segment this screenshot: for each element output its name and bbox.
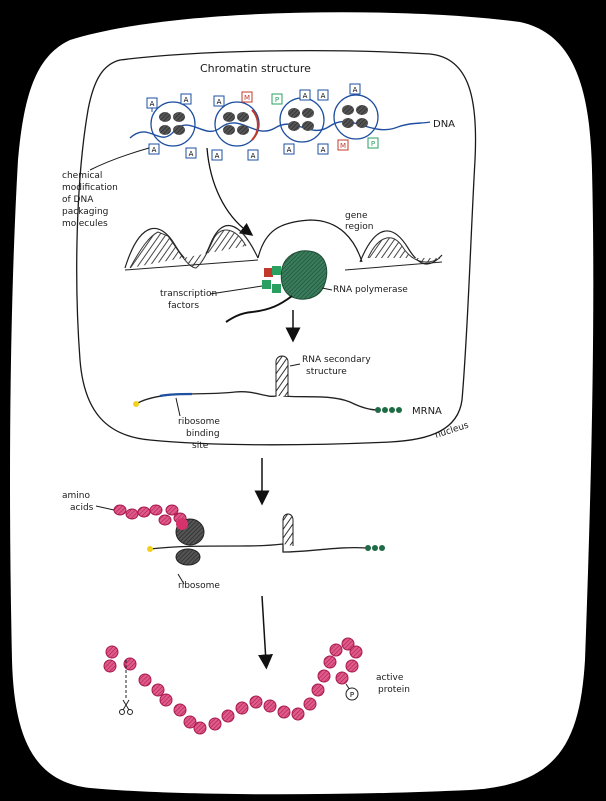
ribosome-complex (175, 518, 205, 566)
cleavage-site (119, 660, 133, 715)
mrna-label: MRNA (412, 406, 442, 417)
nascent-rna (225, 295, 293, 323)
mark-top-5: P (275, 96, 279, 104)
arrow-translation-to-protein (258, 595, 274, 670)
ribosome-binding-site-label: ribosome binding site (175, 397, 220, 451)
mark-top-1: A (150, 100, 155, 108)
gene-region-label: gene region (345, 211, 373, 232)
dna-double-helix (124, 225, 443, 271)
histone-tags-bottom: A A A A A A M P (148, 137, 379, 161)
nucleus-outline (76, 49, 477, 446)
rna-hairpin (275, 355, 289, 396)
protein-chain (103, 637, 363, 735)
mark-top-7: A (321, 92, 326, 100)
svg-text:site: site (192, 441, 209, 451)
page-background (10, 12, 594, 795)
svg-text:binding: binding (186, 429, 220, 439)
transcription-factors-label: transcription factors (160, 285, 263, 311)
svg-text:region: region (345, 222, 373, 232)
svg-text:amino: amino (62, 491, 90, 501)
svg-text:RNA secondary: RNA secondary (302, 355, 371, 365)
gene-region-bubble (257, 219, 363, 263)
svg-text:acids: acids (70, 503, 94, 513)
scissors-icon (119, 699, 133, 715)
nucleosome-2 (214, 101, 260, 147)
mark-top-8: A (353, 86, 358, 94)
mark-top-6: A (303, 92, 308, 100)
arrow-chromatin-to-transcription (206, 147, 254, 236)
rna-polymerase (280, 250, 328, 300)
mark-bottom-2: A (189, 150, 194, 158)
nucleosome-3 (279, 97, 325, 143)
svg-text:structure: structure (306, 367, 347, 377)
phosphate-group: P (345, 683, 359, 701)
ribosome-label: ribosome (177, 573, 220, 591)
svg-text:transcription: transcription (160, 289, 217, 299)
svg-text:modification: modification (62, 183, 118, 193)
mark-bottom-4: A (251, 152, 256, 160)
svg-text:ribosome: ribosome (178, 417, 220, 427)
svg-text:molecules: molecules (62, 219, 108, 229)
chemical-modification-label: chemical modification of DNA packaging m… (62, 147, 150, 229)
mark-bottom-8: P (371, 140, 375, 148)
active-protein-label: active protein (376, 673, 410, 695)
transcription-factors (262, 266, 281, 293)
mark-bottom-3: A (215, 152, 220, 160)
svg-text:ribosome: ribosome (178, 581, 220, 591)
mark-bottom-1: A (152, 146, 157, 154)
svg-text:active: active (376, 673, 404, 683)
nucleosome-4 (333, 94, 379, 140)
svg-text:gene: gene (345, 211, 368, 221)
svg-text:packaging: packaging (62, 207, 108, 217)
rna-secondary-structure-label: RNA secondary structure (289, 355, 371, 377)
svg-text:chemical: chemical (62, 171, 102, 181)
mrna-strand-translation (147, 513, 385, 553)
svg-text:protein: protein (378, 685, 410, 695)
mark-bottom-5: A (287, 146, 292, 154)
chromatin-structure-title: Chromatin structure (200, 62, 311, 75)
mark-top-2: A (184, 96, 189, 104)
svg-text:RNA polymerase: RNA polymerase (333, 285, 408, 295)
mark-bottom-7: M (340, 142, 346, 150)
mark-top-4: M (244, 94, 250, 102)
dna-label: DNA (433, 119, 455, 130)
amino-acids-label: amino acids (62, 491, 115, 513)
histone-tags-top: A A A M P A A A (146, 83, 361, 112)
svg-text:P: P (350, 691, 354, 699)
mark-bottom-6: A (321, 146, 326, 154)
nucleosome-1 (150, 101, 196, 147)
mark-top-3: A (217, 98, 222, 106)
svg-text:factors: factors (168, 301, 199, 311)
svg-text:of DNA: of DNA (62, 195, 94, 205)
rna-polymerase-label: RNA polymerase (321, 285, 408, 295)
